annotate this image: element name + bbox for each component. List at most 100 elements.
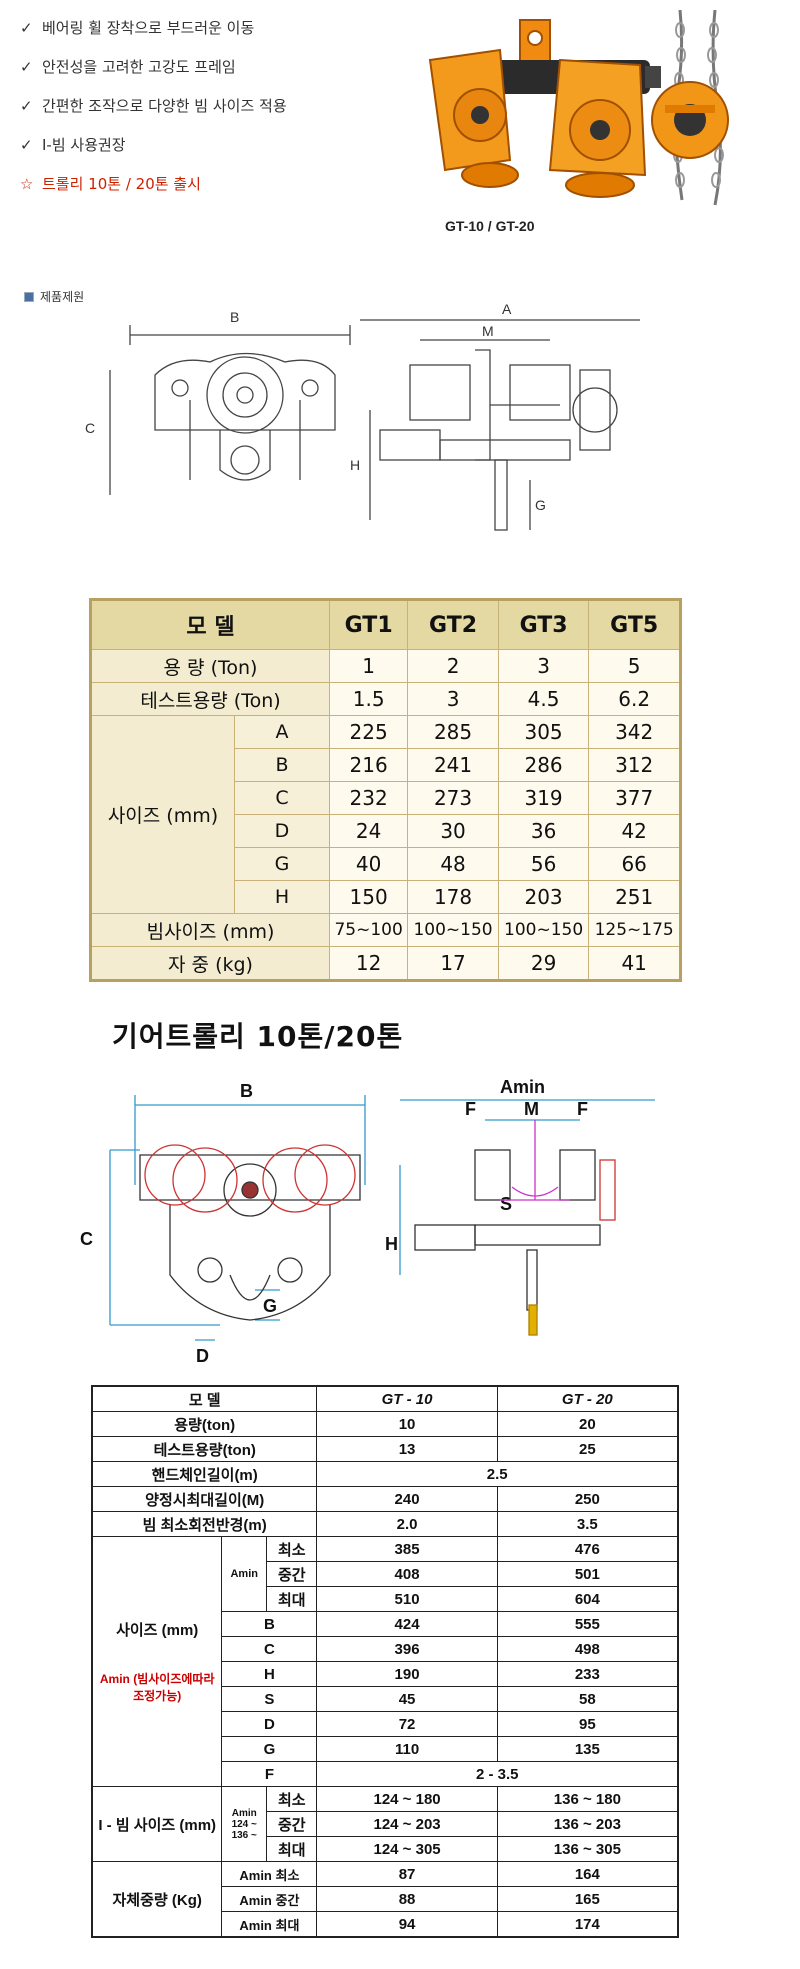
table-cell: 3 <box>407 682 499 716</box>
dim-label-c: C <box>85 420 95 436</box>
table-cell: 58 <box>496 1686 679 1712</box>
row-sublabel: H <box>221 1661 318 1687</box>
row-sublabel: B <box>221 1611 318 1637</box>
table-cell: 75~100 <box>328 913 409 947</box>
table-cell: 165 <box>496 1886 679 1912</box>
table-cell: 342 <box>588 715 681 749</box>
dim-label-g: G <box>535 497 546 513</box>
table-cell: 164 <box>496 1861 679 1887</box>
table-cell: 424 <box>316 1611 498 1637</box>
table-header-cell: GT3 <box>497 599 590 650</box>
table-cell: 17 <box>407 946 499 981</box>
table-cell: 4.5 <box>497 682 590 716</box>
table-cell: 41 <box>588 946 681 981</box>
table-row: 사이즈 (mm) A 225 285 305 342 <box>90 715 681 914</box>
table-row: 양정시최대길이(M) 240 250 <box>91 1486 679 1512</box>
table-cell: 88 <box>316 1886 498 1912</box>
table-cell: 5 <box>588 649 681 683</box>
table-cell: 251 <box>588 880 681 914</box>
spec-table-gt-10-20: 모 델 GT - 10 GT - 20 용량(ton) 10 20 테스트용량(… <box>91 1385 679 1938</box>
table-cell: 501 <box>496 1561 679 1587</box>
row-label: 자체중량 (Kg) <box>91 1861 223 1938</box>
section-title-gear-trolley: 기어트롤리 10톤/20톤 <box>112 1020 404 1053</box>
dim-label-f-left: F <box>465 1099 476 1119</box>
row-sublabel: Amin 최소 <box>221 1861 318 1887</box>
row-sublabel: G <box>234 847 330 881</box>
table-row: 테스트용량(ton) 13 25 <box>91 1436 679 1462</box>
table-header-cell: 모 델 <box>91 1385 318 1412</box>
table-cell: 66 <box>588 847 681 881</box>
row-label: 용 량 (Ton) <box>90 649 330 683</box>
table-cell: 216 <box>328 748 409 782</box>
row-sublabel: 중간 <box>266 1811 318 1837</box>
spec-heading-text: 제품제원 <box>40 290 85 304</box>
row-sublabel: H <box>234 880 330 914</box>
table-header-cell: GT - 20 <box>496 1385 679 1412</box>
table-row: G 110 135 <box>92 1736 679 1762</box>
table-cell: 305 <box>497 715 590 749</box>
table-cell: 285 <box>407 715 499 749</box>
dim-label-a: A <box>502 301 512 317</box>
table-row: H 190 233 <box>92 1661 679 1687</box>
row-sublabel: Amin <box>221 1536 268 1612</box>
row-sublabel: 최소 <box>266 1536 318 1562</box>
feature-text: 트롤리 10톤 / 20톤 출시 <box>42 175 201 193</box>
table-cell: 240 <box>316 1486 498 1512</box>
table-cell: 25 <box>496 1436 679 1462</box>
table-cell: 241 <box>407 748 499 782</box>
table-cell: 40 <box>328 847 409 881</box>
bullet-icon <box>24 291 34 302</box>
table-row: Amin 중간 88 165 <box>92 1886 679 1912</box>
size-label: 사이즈 (mm) <box>116 1622 199 1639</box>
table-row: C 232 273 319 377 <box>91 781 681 815</box>
feature-text: 간편한 조작으로 다양한 빔 사이즈 적용 <box>42 97 287 115</box>
check-icon: ✓ <box>20 18 33 37</box>
table-cell: 250 <box>496 1486 679 1512</box>
table-cell: 3 <box>497 649 590 683</box>
row-label: 용량(ton) <box>91 1411 318 1437</box>
dim-label-f-right: F <box>577 1099 588 1119</box>
check-icon: ✓ <box>20 96 33 115</box>
table-cell: 124 ~ 203 <box>316 1811 498 1837</box>
table-cell: 24 <box>328 814 409 848</box>
table-cell: 225 <box>328 715 409 749</box>
table-row: 용량(ton) 10 20 <box>91 1411 679 1437</box>
dim-label-s: S <box>500 1194 512 1214</box>
table-row: S 45 58 <box>92 1686 679 1712</box>
table-cell: 56 <box>497 847 590 881</box>
table-cell: 396 <box>316 1636 498 1662</box>
row-sublabel: F <box>221 1761 318 1787</box>
table-row: 빔 최소회전반경(m) 2.0 3.5 <box>91 1511 679 1537</box>
row-sublabel: B <box>234 748 330 782</box>
row-sublabel: 최대 <box>266 1836 318 1862</box>
table-cell: 48 <box>407 847 499 881</box>
table-cell: 286 <box>497 748 590 782</box>
table-row: I - 빔 사이즈 (mm) Amin 124 ~ 136 ~ 최소 124 ~… <box>91 1786 679 1862</box>
table-cell: 100~150 <box>497 913 590 947</box>
table-cell: 2.0 <box>316 1511 498 1537</box>
table-cell: 203 <box>497 880 590 914</box>
dim-label-h: H <box>350 457 360 473</box>
table-cell: 136 ~ 305 <box>496 1836 679 1862</box>
dim-label-m: M <box>482 323 494 339</box>
table-row: B 424 555 <box>92 1611 679 1637</box>
table-cell: 273 <box>407 781 499 815</box>
row-label: 핸드체인길이(m) <box>91 1461 318 1487</box>
table-header-cell: 모 델 <box>90 599 330 650</box>
feature-text: I-빔 사용권장 <box>42 136 126 154</box>
row-sublabel: C <box>221 1636 318 1662</box>
table-row: D 24 30 36 42 <box>91 814 681 848</box>
table-cell: 385 <box>316 1536 498 1562</box>
table-cell: 36 <box>497 814 590 848</box>
table-row: 핸드체인길이(m) 2.5 <box>91 1461 679 1487</box>
table-header-row: 모 델 GT1 GT2 GT3 GT5 <box>90 599 681 650</box>
table-row: G 40 48 56 66 <box>91 847 681 881</box>
row-sublabel: A <box>234 715 330 749</box>
row-label: 빔 최소회전반경(m) <box>91 1511 318 1537</box>
table-row: F 2 - 3.5 <box>92 1761 679 1787</box>
table-cell: 2.5 <box>316 1461 679 1487</box>
table-row: 자체중량 (Kg) Amin 최소 87 164 <box>91 1861 679 1938</box>
table-cell: 94 <box>316 1911 498 1938</box>
row-sublabel: 최대 <box>266 1586 318 1612</box>
row-sublabel: S <box>221 1686 318 1712</box>
